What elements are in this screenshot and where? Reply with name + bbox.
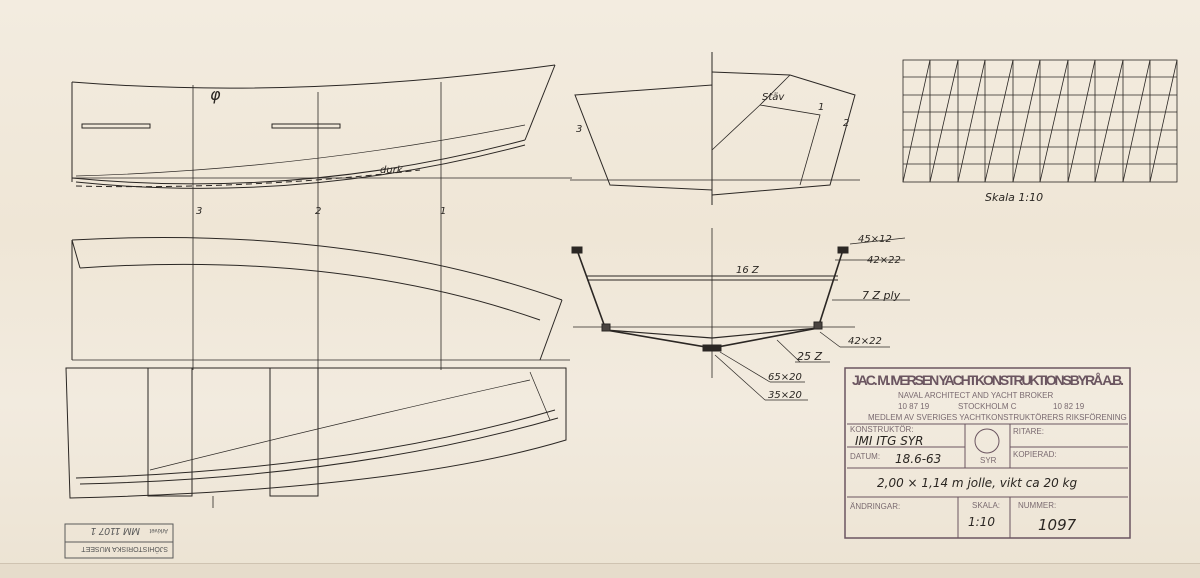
dimension-label: 65×20 bbox=[768, 372, 802, 383]
dimension-label: 42×22 bbox=[867, 255, 901, 266]
archive-number: MM 1107 1 bbox=[91, 525, 140, 536]
scale-label: Skala 1:10 bbox=[985, 191, 1043, 204]
station-label: 2 bbox=[315, 206, 321, 217]
station-label: 3 bbox=[576, 124, 582, 135]
museum-stamp: SJÖHISTORISKA MUSEET Arkivet MM 1107 1 bbox=[64, 523, 174, 559]
plan-view bbox=[71, 237, 570, 361]
centerline-symbol: φ bbox=[210, 85, 221, 104]
body-plan: Stäv 3 1 2 bbox=[570, 52, 860, 205]
datum-label: DATUM: bbox=[850, 452, 880, 461]
description: 2,00 × 1,14 m jolle, vikt ca 20 kg bbox=[877, 476, 1077, 490]
phone-left: 10 87 19 bbox=[898, 402, 930, 411]
phone-right: 10 82 19 bbox=[1053, 402, 1085, 411]
konstruktor-label: KONSTRUKTÖR: bbox=[850, 425, 914, 434]
andringar-label: ÄNDRINGAR: bbox=[850, 502, 900, 511]
dimension-label: 42×22 bbox=[848, 336, 882, 347]
city: STOCKHOLM C bbox=[958, 402, 1017, 411]
midship-section: 45×12 42×22 16 Z 7 Z ply 42×22 25 Z 65×2… bbox=[571, 228, 910, 401]
skala-value: 1:10 bbox=[968, 515, 995, 529]
konstruktor-value: IMI ITG SYR bbox=[855, 434, 924, 448]
station-label: 2 bbox=[843, 118, 849, 129]
nummer-label: NUMMER: bbox=[1018, 501, 1056, 510]
dimension-label: 25 Z bbox=[797, 350, 822, 363]
firm-name: JAC. M. IVERSEN YACHTKONSTRUKTIONSBYRÅ A… bbox=[852, 372, 1124, 388]
nummer-value: 1097 bbox=[1038, 516, 1077, 534]
scale-grid: Skala 1:10 bbox=[902, 59, 1178, 204]
station-label: 1 bbox=[440, 206, 446, 217]
oarlock-slot bbox=[81, 123, 151, 129]
firm-subtitle: NAVAL ARCHITECT AND YACHT BROKER bbox=[898, 391, 1054, 400]
bottom-view bbox=[65, 367, 567, 508]
dimension-label: 35×20 bbox=[768, 390, 802, 401]
stav-label: Stäv bbox=[762, 92, 785, 103]
datum-value: 18.6-63 bbox=[895, 452, 941, 466]
durk-label: durk bbox=[380, 165, 404, 176]
kopierad-label: KOPIERAD: bbox=[1013, 450, 1057, 459]
dimension-label: 7 Z ply bbox=[862, 289, 901, 302]
membership: MEDLEM AV SVERIGES YACHTKONSTRUKTÖRERS R… bbox=[868, 413, 1127, 422]
station-label: 1 bbox=[818, 102, 824, 113]
profile-view: φ durk 3 2 1 bbox=[71, 64, 572, 370]
skala-label: SKALA: bbox=[972, 501, 1000, 510]
title-block: JAC. M. IVERSEN YACHTKONSTRUKTIONSBYRÅ A… bbox=[844, 367, 1131, 539]
dimension-label: 45×12 bbox=[858, 234, 892, 245]
oarlock-slot bbox=[271, 123, 341, 129]
dimension-label: 16 Z bbox=[736, 265, 760, 276]
station-label: 3 bbox=[196, 206, 202, 217]
museum-name: SJÖHISTORISKA MUSEET bbox=[81, 545, 168, 553]
ritare-label: RITARE: bbox=[1013, 427, 1044, 436]
seal-text: SYR bbox=[980, 456, 997, 465]
archive-label: Arkivet bbox=[149, 527, 168, 533]
paper-edge bbox=[0, 563, 1200, 578]
